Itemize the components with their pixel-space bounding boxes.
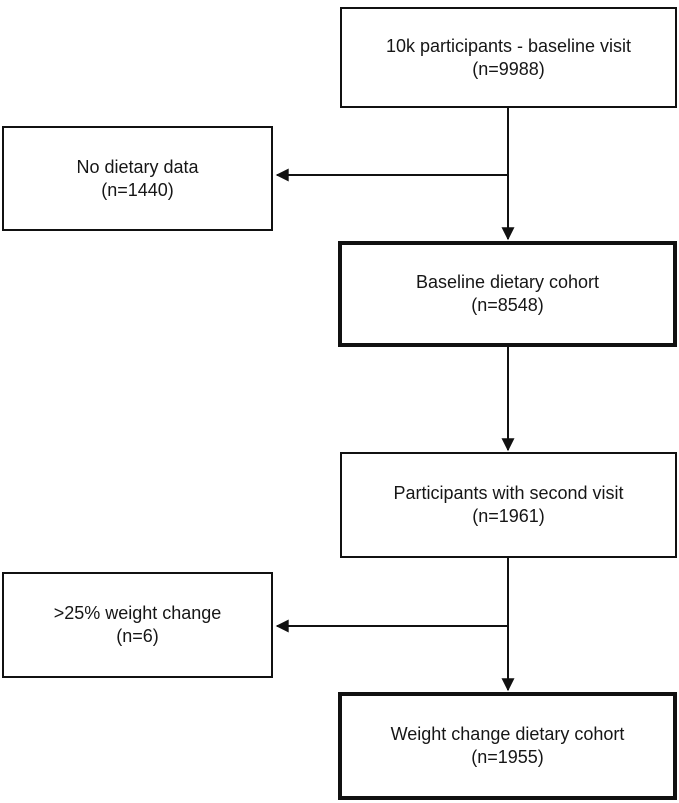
flow-box-baseline-dietary-cohort: Baseline dietary cohort (n=8548) [338, 241, 677, 347]
box-count: (n=9988) [472, 58, 545, 79]
flow-box-weight-change-cohort: Weight change dietary cohort (n=1955) [338, 692, 677, 800]
flow-box-weight-change-exclusion: >25% weight change (n=6) [2, 572, 273, 678]
box-label: Participants with second visit [393, 483, 624, 503]
box-label: Weight change dietary cohort [390, 724, 625, 744]
box-count: (n=1955) [471, 747, 544, 767]
flow-box-no-dietary-data: No dietary data (n=1440) [2, 126, 273, 231]
box-count: (n=1440) [101, 179, 174, 200]
box-label: >25% weight change [53, 603, 222, 623]
box-count: (n=8548) [471, 295, 544, 315]
box-count: (n=6) [116, 626, 159, 646]
box-count: (n=1961) [472, 506, 545, 526]
flow-box-baseline-visit: 10k participants - baseline visit (n=998… [340, 7, 677, 108]
box-label: Baseline dietary cohort [415, 272, 600, 292]
box-label: No dietary data [76, 156, 199, 177]
box-label: 10k participants - baseline visit [385, 35, 632, 56]
flow-box-second-visit: Participants with second visit (n=1961) [340, 452, 677, 558]
